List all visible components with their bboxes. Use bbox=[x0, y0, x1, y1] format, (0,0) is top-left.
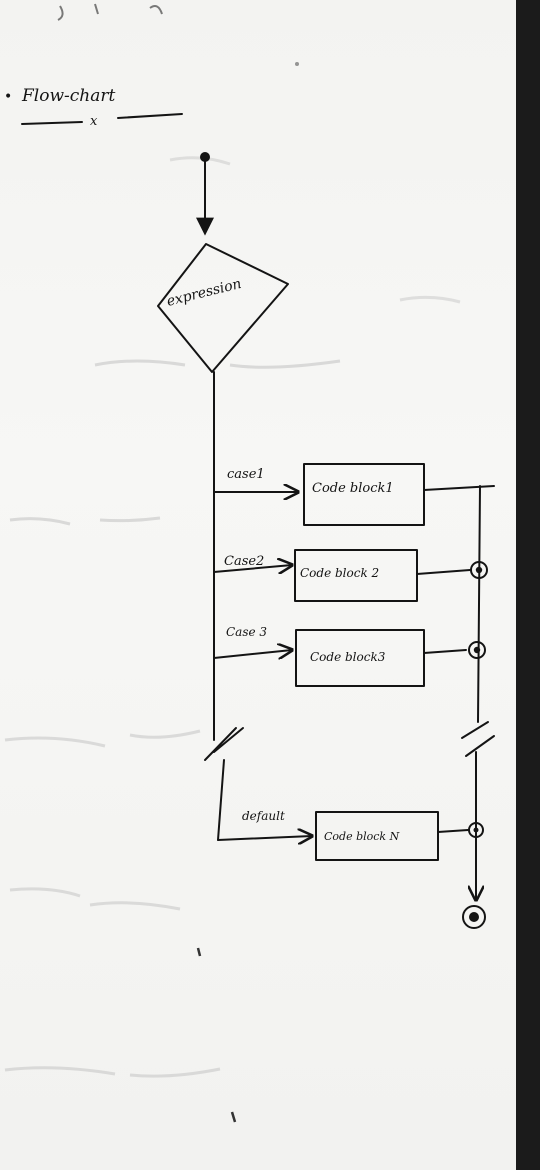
block2-exit bbox=[416, 569, 471, 575]
junction-node-2 bbox=[470, 561, 488, 579]
code-block-n-label: Code block N bbox=[324, 830, 400, 843]
bleed-through-marks bbox=[4, 3, 461, 1123]
merge-break-mark bbox=[461, 721, 495, 757]
trunk-break-mark bbox=[204, 727, 244, 761]
decision-diamond bbox=[157, 243, 289, 373]
merge-line-upper bbox=[477, 485, 481, 723]
default-arrow bbox=[217, 836, 312, 840]
code-block-1 bbox=[303, 463, 425, 526]
notebook-page bbox=[0, 0, 516, 1170]
end-node bbox=[462, 905, 486, 929]
case1-label: case1 bbox=[227, 467, 265, 482]
start-node bbox=[200, 152, 210, 162]
title-underline bbox=[21, 113, 183, 125]
code-block-3-label: Code block3 bbox=[310, 650, 386, 664]
code-block-3 bbox=[295, 629, 425, 687]
trunk-lower bbox=[217, 759, 225, 841]
case2-label: Case2 bbox=[224, 554, 264, 569]
heading-bullet: • bbox=[4, 89, 12, 105]
case3-arrow bbox=[213, 650, 292, 658]
code-block-2-label: Code block 2 bbox=[300, 566, 379, 580]
block1-exit bbox=[423, 485, 495, 491]
code-block-1-label: Code block1 bbox=[312, 481, 394, 496]
junction-node-n bbox=[468, 822, 484, 838]
dark-background-edge bbox=[516, 0, 540, 1170]
default-label: default bbox=[242, 809, 285, 823]
case2-arrow bbox=[213, 565, 292, 572]
underline-mark: x bbox=[90, 114, 98, 129]
code-block-2 bbox=[294, 549, 418, 602]
block3-exit bbox=[423, 649, 467, 654]
page-title: Flow-chart bbox=[21, 86, 115, 106]
code-block-n bbox=[315, 811, 439, 861]
junction-node-3 bbox=[468, 641, 486, 659]
blockn-exit bbox=[437, 829, 469, 833]
case3-label: Case 3 bbox=[226, 625, 267, 639]
